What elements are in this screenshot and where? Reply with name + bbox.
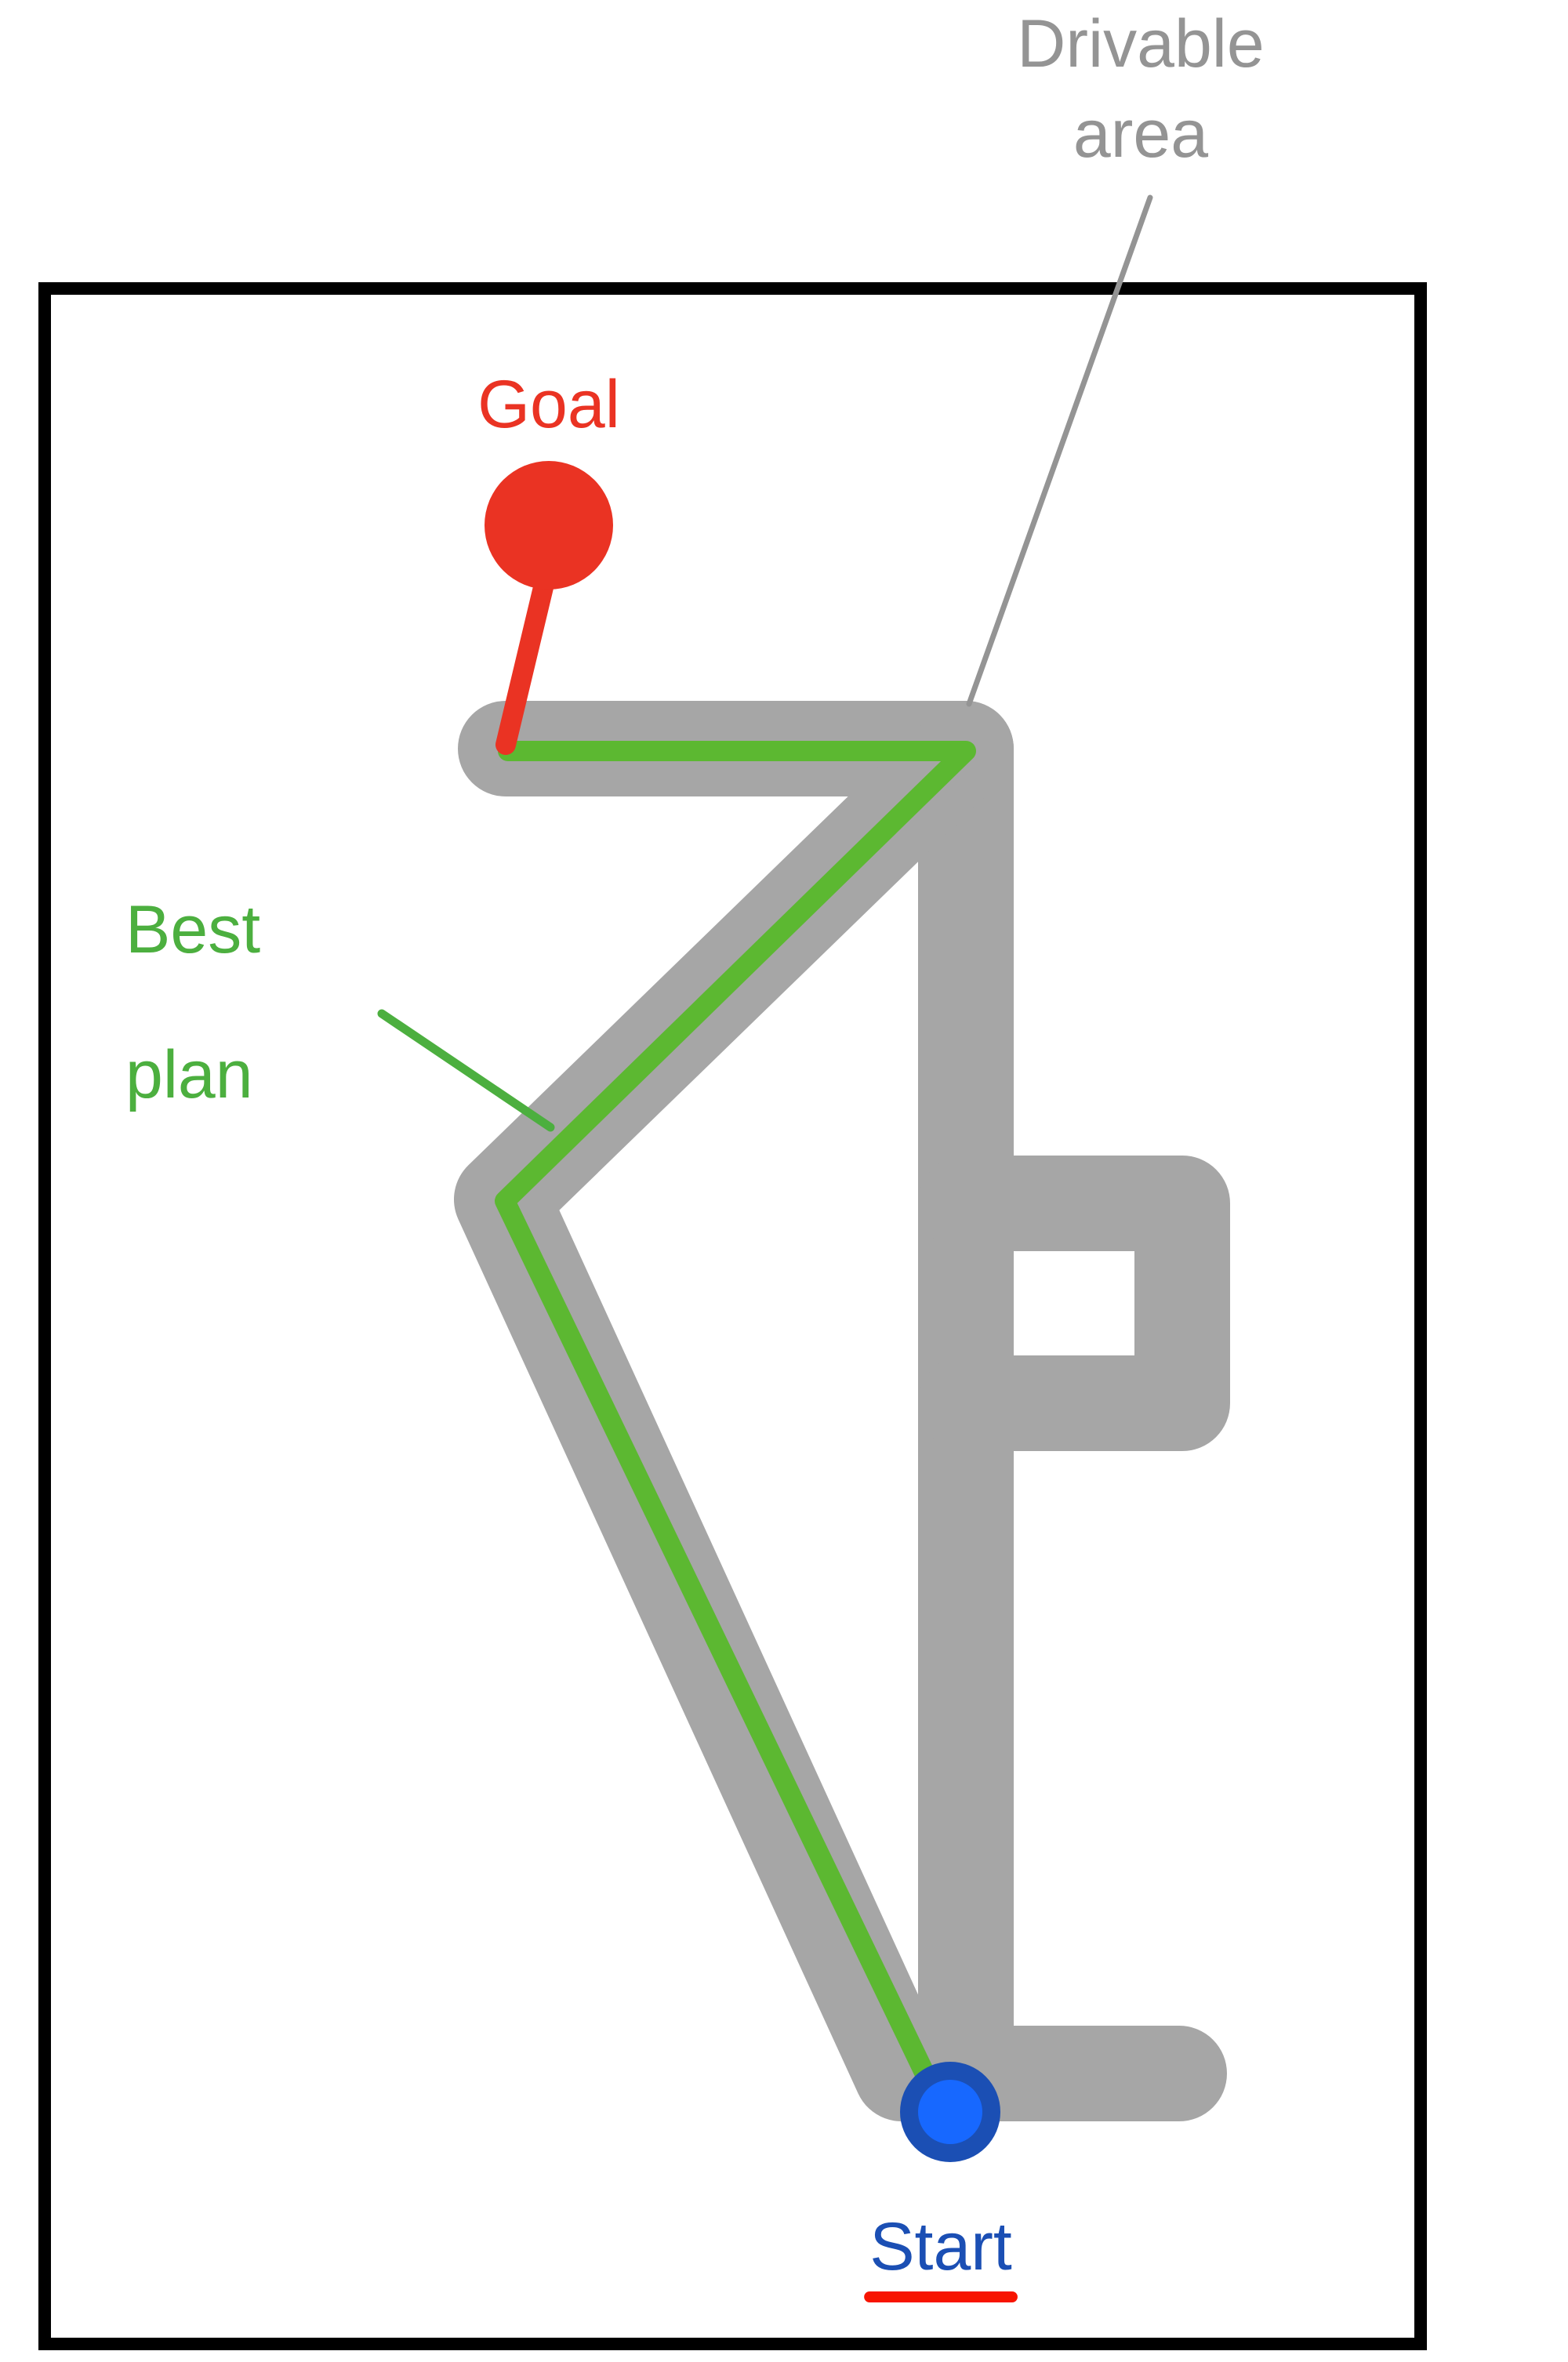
best-plan-label-line1: Best [125,892,260,967]
start-marker-group[interactable] [900,2062,1000,2162]
drivable-area-label-line1: Drivable [1017,6,1264,82]
goal-pin-stem [495,554,559,755]
drivable-area-leader-line [966,194,1153,707]
start-marker-core [918,2080,982,2144]
map-frame [38,282,1427,2350]
goal-label: Goal [477,367,620,442]
best-plan-label-line2: plan [125,1037,253,1112]
drivable-area-label-line2: area [1073,96,1208,172]
start-label: Start [869,2209,1012,2284]
best-plan-route [495,741,976,2088]
best-plan-leader-line [377,1009,555,1132]
drivable-corridor-pocket [918,1156,1230,1451]
goal-marker-group[interactable] [485,461,613,755]
goal-pin-head [485,461,613,590]
